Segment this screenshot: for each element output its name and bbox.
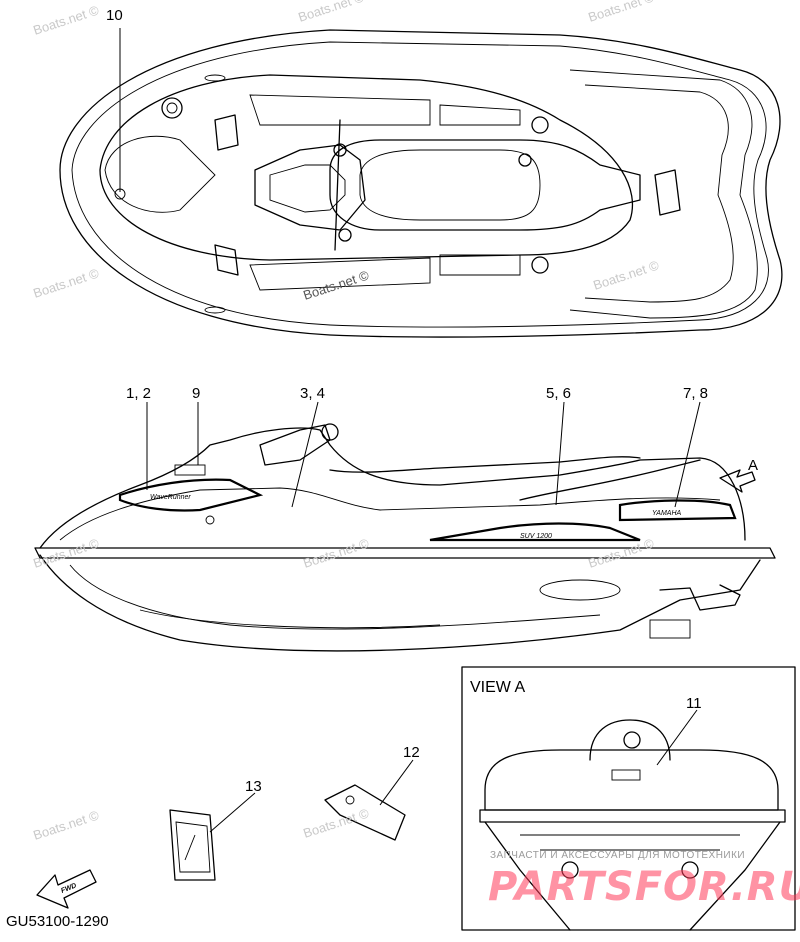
top-view-hull [59, 29, 783, 338]
partsfor-tagline: ЗАПЧАСТИ И АКСЕССУАРЫ ДЛЯ МОТОТЕХНИКИ [490, 850, 745, 861]
view-a-arrow-icon [719, 469, 756, 493]
callout-3-4: 3, 4 [300, 385, 325, 402]
view-a-panel [461, 666, 796, 931]
watermark: Boats.net © [591, 257, 661, 292]
partsfor-logo: PARTSFOR.RU [488, 864, 800, 910]
watermarks: Boats.net © Boats.net © Boats.net © Boat… [31, 0, 661, 843]
watermark: Boats.net © [301, 267, 371, 302]
watermark: Boats.net © [31, 265, 101, 300]
callout-5-6: 5, 6 [546, 385, 571, 402]
callout-a: A [748, 457, 758, 474]
callout-10: 10 [106, 7, 123, 24]
leader-lines [119, 28, 701, 833]
side-view-hull: WaveRunner SUV 1200 YAMAHA [34, 423, 776, 652]
callout-7-8: 7, 8 [683, 385, 708, 402]
waverunner-decal: WaveRunner [150, 494, 191, 501]
watermark: Boats.net © [301, 535, 371, 570]
callout-12: 12 [403, 744, 420, 761]
diagram-code: GU53100-1290 [6, 913, 109, 930]
callout-1-2: 1, 2 [126, 385, 151, 402]
part-12-pouch [324, 784, 406, 841]
watermark: Boats.net © [296, 0, 366, 25]
callout-13: 13 [245, 778, 262, 795]
watermark: Boats.net © [586, 0, 656, 25]
yamaha-decal: YAMAHA [652, 510, 682, 517]
fwd-arrow-icon: FWD [36, 869, 97, 909]
view-a-label: VIEW A [470, 679, 525, 696]
callouts: 10 1, 2 9 3, 4 5, 6 7, 8 A 11 12 13 [106, 7, 758, 795]
callout-9: 9 [192, 385, 200, 402]
part-13-label [169, 809, 216, 881]
partsfor-watermark: ЗАПЧАСТИ И АКСЕССУАРЫ ДЛЯ МОТОТЕХНИКИ PA… [488, 850, 800, 910]
model-decal: SUV 1200 [520, 533, 552, 540]
watermark: Boats.net © [31, 807, 101, 842]
watermark: Boats.net © [31, 2, 101, 37]
watermark: Boats.net © [31, 535, 101, 570]
callout-11: 11 [686, 695, 702, 712]
